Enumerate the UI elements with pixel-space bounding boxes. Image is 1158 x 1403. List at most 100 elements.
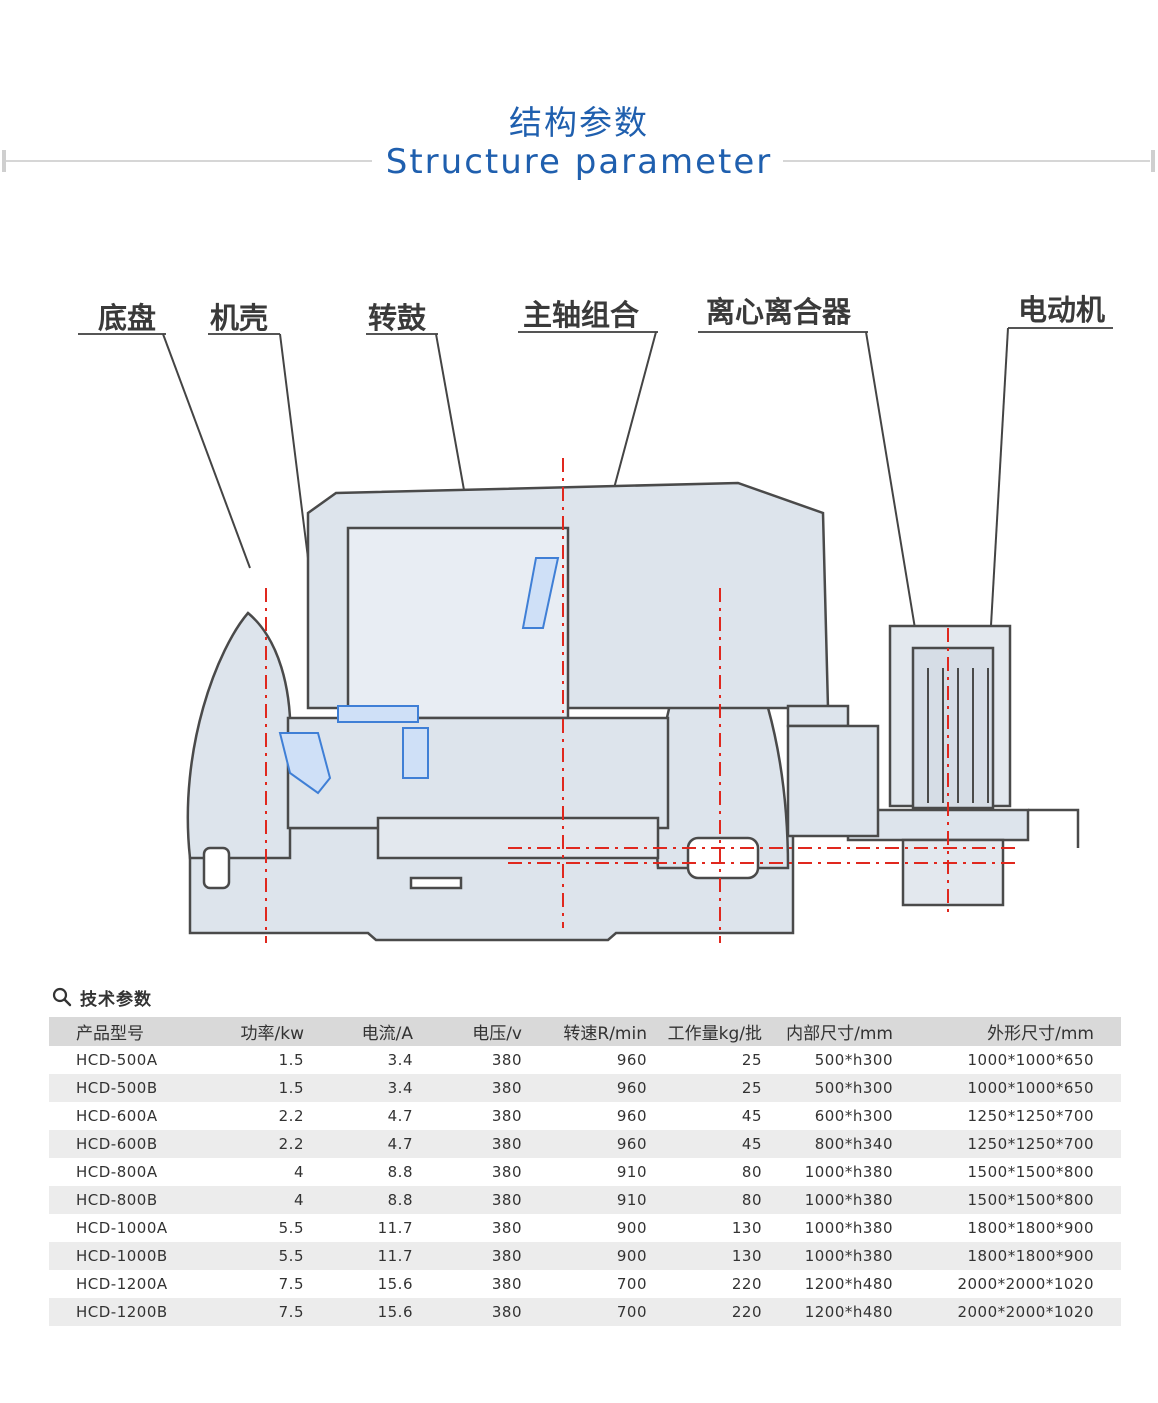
- cell-power: 5.5: [278, 1219, 304, 1237]
- cell-speed: 700: [616, 1275, 647, 1293]
- cell-voltage: 380: [413, 1186, 522, 1214]
- cell-speed: 900: [522, 1242, 647, 1270]
- divider-cap-right: [1151, 150, 1155, 172]
- cell-capacity: 45: [647, 1130, 762, 1158]
- cell-outer-size: 2000*2000*1020: [893, 1298, 1121, 1326]
- cell-power: 4: [209, 1186, 304, 1214]
- cell-outer-size: 1800*1800*900: [967, 1219, 1094, 1237]
- cell-voltage: 380: [491, 1219, 522, 1237]
- cell-outer-size: 1800*1800*900: [893, 1242, 1121, 1270]
- cell-inner-size: 1000*h380: [762, 1242, 893, 1270]
- cell-current: 3.4: [387, 1051, 413, 1069]
- cell-voltage: 380: [491, 1275, 522, 1293]
- cell-outer-size: 2000*2000*1020: [957, 1275, 1094, 1293]
- cell-voltage: 380: [413, 1298, 522, 1326]
- cell-capacity: 45: [741, 1107, 762, 1125]
- cell-power: 1.5: [278, 1051, 304, 1069]
- search-icon: [52, 987, 72, 1007]
- column-header-power: 功率/kw: [209, 1017, 304, 1046]
- cell-outer-size: 1250*1250*700: [967, 1107, 1094, 1125]
- cell-outer-size: 1000*1000*650: [967, 1051, 1094, 1069]
- machine-body: [186, 481, 1080, 942]
- cell-speed: 700: [522, 1298, 647, 1326]
- cell-speed: 960: [616, 1107, 647, 1125]
- cell-speed: 910: [522, 1186, 647, 1214]
- column-header-capacity: 工作量kg/批: [647, 1017, 762, 1046]
- cell-inner-size: 1200*h480: [804, 1275, 893, 1293]
- cell-capacity: 130: [647, 1242, 762, 1270]
- page-title-en: Structure parameter: [385, 142, 773, 182]
- page-title-cn: 结构参数: [509, 103, 649, 142]
- cell-inner-size: 1200*h480: [762, 1298, 893, 1326]
- cell-current: 15.6: [304, 1298, 413, 1326]
- cell-speed: 960: [522, 1130, 647, 1158]
- label-drum: 转鼓: [368, 301, 427, 335]
- cell-voltage: 380: [491, 1163, 522, 1181]
- cell-power: 2.2: [278, 1107, 304, 1125]
- cell-current: 15.6: [377, 1275, 413, 1293]
- divider-right: [783, 160, 1150, 162]
- label-underlines: [78, 327, 1113, 335]
- column-header-voltage: 电压/v: [413, 1017, 522, 1046]
- cell-current: 8.8: [304, 1186, 413, 1214]
- cell-model: HCD-800B: [49, 1186, 209, 1214]
- label-base: 底盘: [98, 301, 156, 335]
- cell-current: 4.7: [304, 1130, 413, 1158]
- cell-inner-size: 500*h300: [762, 1074, 893, 1102]
- cell-inner-size: 1000*h380: [762, 1186, 893, 1214]
- cell-capacity: 25: [741, 1051, 762, 1069]
- spec-section-header: 技术参数: [52, 984, 152, 1010]
- label-centrifugal-clutch: 离心离合器: [706, 295, 852, 329]
- cell-model: HCD-800A: [76, 1163, 158, 1181]
- cell-speed: 910: [616, 1163, 647, 1181]
- cell-speed: 900: [616, 1219, 647, 1237]
- cell-current: 3.4: [304, 1074, 413, 1102]
- cell-power: 7.5: [278, 1275, 304, 1293]
- label-motor: 电动机: [1018, 293, 1105, 327]
- cell-speed: 960: [616, 1051, 647, 1069]
- cell-inner-size: 500*h300: [814, 1051, 893, 1069]
- cell-model: HCD-1200A: [76, 1275, 168, 1293]
- cell-speed: 960: [522, 1074, 647, 1102]
- cell-capacity: 80: [647, 1186, 762, 1214]
- motor-fins: [927, 668, 989, 803]
- hatched-sections: [278, 557, 560, 795]
- cell-model: HCD-600A: [76, 1107, 158, 1125]
- cell-voltage: 380: [413, 1074, 522, 1102]
- label-casing: 机壳: [210, 301, 268, 335]
- divider-left: [6, 160, 372, 162]
- cell-inner-size: 600*h300: [814, 1107, 893, 1125]
- cell-outer-size: 1500*1500*800: [893, 1186, 1121, 1214]
- cell-power: 7.5: [209, 1298, 304, 1326]
- column-header-model: 产品型号: [49, 1017, 209, 1046]
- cell-capacity: 220: [731, 1275, 762, 1293]
- cell-model: HCD-500B: [49, 1074, 209, 1102]
- cell-current: 8.8: [387, 1163, 413, 1181]
- cell-capacity: 80: [741, 1163, 762, 1181]
- cell-inner-size: 1000*h380: [804, 1163, 893, 1181]
- cell-outer-size: 1500*1500*800: [967, 1163, 1094, 1181]
- cell-current: 4.7: [387, 1107, 413, 1125]
- cell-voltage: 380: [413, 1130, 522, 1158]
- table-row: HCD-1200A 7.5 15.6 380 700 220 1200*h480 2000*2…: [49, 1270, 1121, 1298]
- cell-inner-size: 1000*h380: [804, 1219, 893, 1237]
- cell-model: HCD-1000A: [76, 1219, 168, 1237]
- centerlines: [265, 458, 1018, 943]
- cell-voltage: 380: [413, 1242, 522, 1270]
- cell-voltage: 380: [491, 1051, 522, 1069]
- column-header-outer-size: 外形尺寸/mm: [893, 1017, 1121, 1046]
- label-spindle-assembly: 主轴组合: [523, 298, 639, 332]
- cell-voltage: 380: [491, 1107, 522, 1125]
- divider-cap-left: [2, 150, 6, 172]
- cell-model: HCD-1000B: [49, 1242, 209, 1270]
- cell-current: 11.7: [377, 1219, 413, 1237]
- cell-current: 11.7: [304, 1242, 413, 1270]
- cell-capacity: 220: [647, 1298, 762, 1326]
